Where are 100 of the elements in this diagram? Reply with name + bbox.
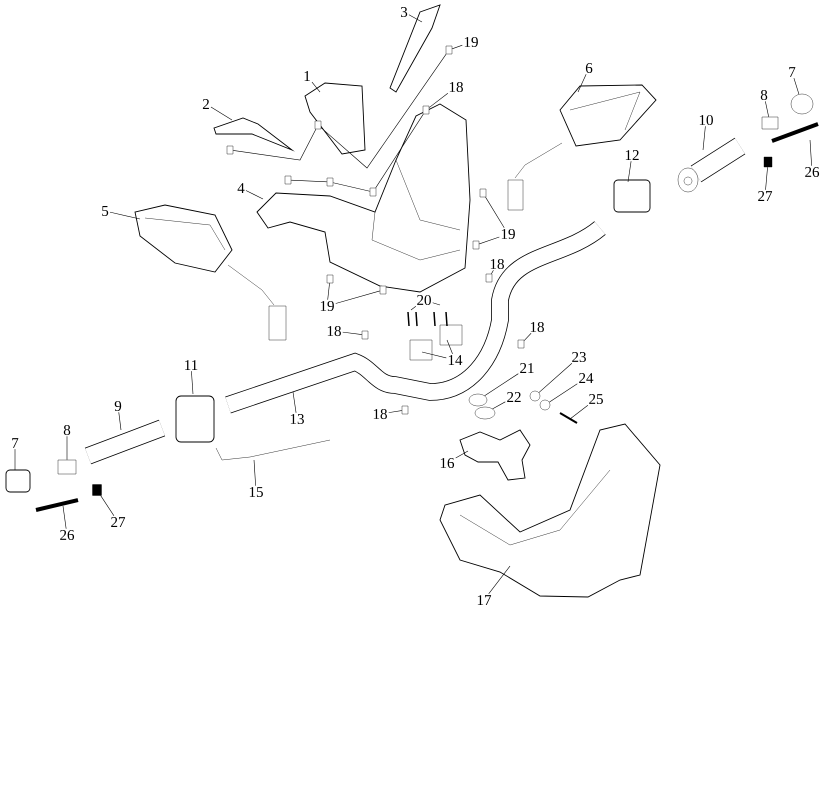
set-screw (764, 156, 772, 168)
callout-number: 23 (572, 352, 586, 362)
callout-number: 24 (579, 373, 594, 383)
callout-number: 8 (64, 424, 70, 436)
callout-number: 26 (805, 166, 820, 178)
callout-number: 3 (400, 6, 408, 18)
clip (326, 178, 334, 186)
leader-line (422, 352, 447, 358)
clip (446, 46, 452, 54)
callout-number: 7 (789, 67, 796, 77)
leader-line (292, 392, 296, 414)
callout-number: 11 (185, 360, 198, 370)
washer (474, 406, 496, 420)
callout-number: 2 (202, 99, 209, 109)
callout-number: 8 (760, 90, 768, 100)
callout-number: 7 (12, 438, 18, 448)
leader-line (485, 196, 504, 228)
leader-line (332, 182, 370, 192)
nut (530, 390, 540, 402)
leader-line (492, 402, 506, 410)
leader-line (100, 495, 114, 516)
washer (540, 400, 550, 410)
leader-line (118, 412, 122, 430)
callout-number: 21 (520, 363, 534, 373)
leader-line (375, 114, 424, 188)
clip (314, 120, 322, 130)
leader-line (254, 460, 256, 486)
callout-number: 27 (111, 517, 126, 527)
callout-number: 20 (417, 294, 431, 306)
callout-number: 5 (102, 206, 108, 216)
clip (472, 240, 480, 250)
leader-line (578, 74, 586, 92)
leader-line (524, 332, 532, 341)
leader-line (320, 54, 446, 168)
leader-line (410, 306, 416, 310)
clip (422, 106, 430, 114)
leader-line (794, 78, 800, 94)
nut (468, 394, 488, 406)
sleeve (762, 116, 778, 130)
leader-line (210, 106, 232, 120)
callout-number: 18 (450, 82, 463, 92)
clip (362, 330, 368, 340)
callout-number: 13 (290, 414, 304, 424)
leader-line (191, 370, 194, 394)
callout-number: 18 (490, 258, 504, 270)
callout-number: 14 (448, 355, 462, 365)
callout-number: 19 (502, 228, 515, 240)
leader-line (342, 332, 362, 335)
sleeve (58, 460, 76, 474)
leader-line (810, 140, 812, 166)
leader-line (702, 126, 706, 150)
callout-number: 18 (530, 322, 544, 332)
leader-line (312, 82, 320, 92)
callout-number: 4 (238, 183, 245, 193)
leader-line (452, 44, 463, 50)
clip (226, 146, 234, 154)
callout-number: 18 (374, 408, 387, 420)
callout-number: 1 (304, 71, 310, 81)
leader-line (484, 373, 519, 396)
callout-number: 15 (250, 487, 263, 498)
leader-line (388, 410, 402, 413)
callout-number: 6 (586, 62, 592, 74)
callout-number: 27 (758, 191, 772, 201)
callout-number: 16 (440, 458, 454, 468)
leader-line (14, 448, 16, 470)
leader-line (765, 166, 768, 190)
leader-line (66, 436, 68, 460)
callout-number: 10 (700, 114, 713, 126)
leader-line (232, 128, 316, 160)
clip (326, 274, 334, 284)
callout-number: 22 (507, 392, 521, 402)
leader-line (478, 236, 500, 244)
callout-number: 26 (60, 530, 74, 540)
leader-line (246, 190, 264, 200)
leader-line (455, 450, 468, 458)
bar-end-cap (790, 94, 814, 114)
leader-line (491, 270, 494, 274)
callout-number: 18 (328, 326, 341, 336)
callout-number: 17 (478, 595, 492, 605)
leader-line (62, 506, 66, 530)
clip (486, 274, 492, 282)
clip (480, 188, 486, 198)
clip (402, 406, 408, 414)
leader-line (110, 212, 140, 220)
callout-number: 19 (320, 300, 334, 312)
leader-line (628, 160, 632, 182)
leader-line (408, 14, 422, 22)
callout-number: 9 (114, 400, 122, 412)
clip (370, 188, 376, 196)
leader-line (327, 282, 330, 300)
leader-line (538, 362, 572, 393)
set-screw (92, 484, 102, 496)
leader-line (549, 383, 578, 402)
leader-line (335, 290, 380, 304)
leader-line (428, 92, 448, 108)
leader-line (290, 180, 328, 182)
callout-number: 12 (626, 150, 639, 160)
clip (518, 340, 524, 348)
leader-line (446, 340, 453, 354)
callout-number: 25 (589, 394, 603, 404)
